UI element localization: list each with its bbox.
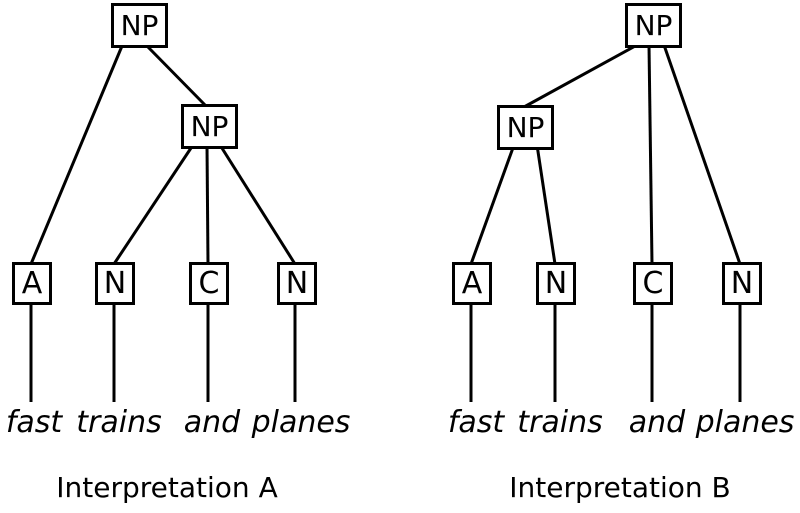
tree-b-word-and: and bbox=[628, 405, 686, 440]
tree-b-word-trains: trains bbox=[517, 405, 603, 440]
edge-a-inner-to-c bbox=[205, 144, 210, 265]
tree-a-leaf-n1-node: N bbox=[95, 262, 135, 305]
edge-a-inner-to-n2 bbox=[218, 144, 297, 265]
tree-b-inner-np-node: NP bbox=[497, 105, 554, 150]
tree-a-word-and: and bbox=[183, 405, 241, 440]
tree-a-leaf-a-node: A bbox=[12, 262, 52, 305]
edge-b-root-to-c bbox=[647, 44, 654, 265]
tree-b-leaf-n1-node: N bbox=[536, 262, 576, 305]
edge-a-root-to-a bbox=[29, 45, 124, 265]
tree-a-root-np-node: NP bbox=[111, 3, 168, 48]
tree-a-word-trains: trains bbox=[76, 405, 162, 440]
tree-b-caption: Interpretation B bbox=[509, 471, 731, 504]
edge-b-root-to-n2 bbox=[662, 44, 742, 265]
edge-a-root-to-inner bbox=[145, 44, 208, 108]
edge-b-inner-to-a bbox=[469, 144, 516, 265]
tree-b-word-planes: planes bbox=[695, 405, 795, 440]
tree-b-leaf-n2-node: N bbox=[722, 262, 762, 305]
tree-a-caption: Interpretation A bbox=[56, 471, 278, 504]
tree-b-leaf-c-node: C bbox=[633, 262, 673, 305]
edge-a-inner-to-n1 bbox=[112, 144, 195, 265]
edge-b-inner-to-n1 bbox=[535, 144, 557, 265]
tree-a-inner-np-node: NP bbox=[181, 104, 238, 149]
tree-b-word-fast: fast bbox=[447, 405, 505, 440]
tree-b-root-np-node: NP bbox=[625, 3, 682, 48]
edge-b-root-to-inner bbox=[523, 43, 638, 109]
tree-a-word-planes: planes bbox=[251, 405, 351, 440]
tree-a-word-fast: fast bbox=[5, 405, 63, 440]
tree-b-leaf-a-node: A bbox=[452, 262, 492, 305]
tree-a-leaf-c-node: C bbox=[189, 262, 229, 305]
tree-a-leaf-n2-node: N bbox=[277, 262, 317, 305]
